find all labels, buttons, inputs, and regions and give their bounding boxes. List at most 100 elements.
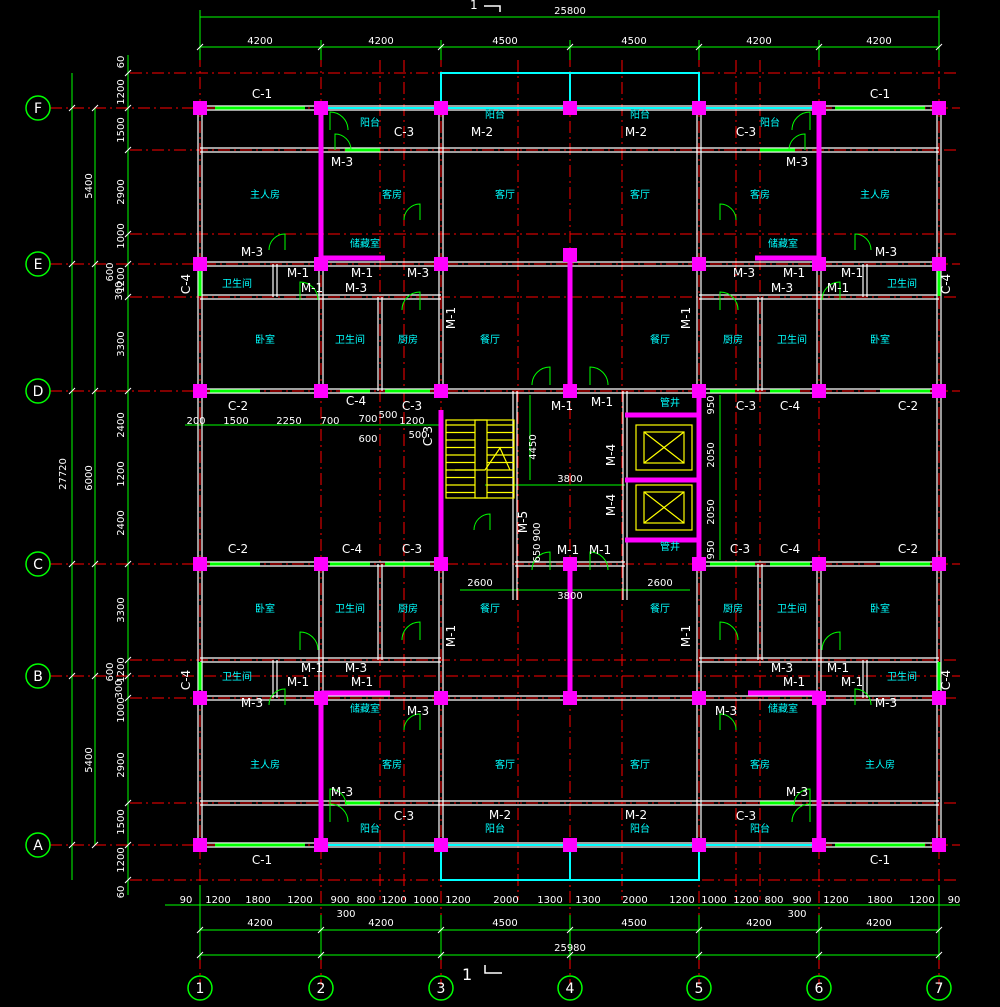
dimension-tick [695, 926, 703, 934]
column [314, 557, 328, 571]
core-dim: 650 [532, 543, 543, 562]
door-swing [268, 233, 286, 251]
dimension-tick [437, 951, 445, 959]
opening-tag: M-1 [827, 281, 849, 295]
column [812, 557, 826, 571]
room-label: 管井 [660, 396, 680, 409]
opening-tag: C-1 [870, 87, 890, 101]
left-inner-dim: 3300 [116, 597, 127, 622]
dimension-tick [68, 672, 76, 680]
opening-tag: C-4 [342, 542, 362, 556]
door-swing [821, 631, 841, 651]
axis-label-5: 5 [695, 981, 704, 997]
axis-label-4: 4 [566, 981, 575, 997]
opening-tag: M-3 [733, 266, 755, 280]
bottom-detail-dim: 800 [356, 895, 375, 906]
column [812, 257, 826, 271]
room-label: 阳台 [630, 822, 650, 835]
left-inner-dim: 60 [116, 56, 127, 69]
room-label: 主人房 [865, 758, 895, 771]
door-swing [854, 233, 872, 251]
column [193, 557, 207, 571]
opening-tag: C-3 [394, 809, 414, 823]
room-label: 卫生间 [777, 602, 807, 615]
column [434, 384, 448, 398]
door-swing [793, 788, 811, 806]
dimension-tick [124, 841, 132, 849]
dimension-tick [68, 260, 76, 268]
door-swing [334, 133, 352, 151]
axis-bubble-A [25, 832, 51, 858]
top-bay-dim: 4200 [866, 36, 891, 47]
room-label: 储藏室 [350, 237, 380, 250]
column [812, 838, 826, 852]
left-inner-dim: 1500 [116, 117, 127, 142]
column [692, 691, 706, 705]
room-label: 餐厅 [650, 602, 670, 615]
core-dim: 2600 [467, 578, 492, 589]
top-bay-dim: 4200 [368, 36, 393, 47]
door-swing [299, 281, 319, 301]
axis-bubble-C [25, 551, 51, 577]
room-label: 卧室 [870, 333, 890, 346]
door-swing [719, 203, 737, 221]
column [434, 557, 448, 571]
column [932, 384, 946, 398]
bottom-detail-dim: 800 [764, 895, 783, 906]
door-swing [854, 688, 872, 706]
bottom-detail-dim: 2000 [493, 895, 518, 906]
dimension-tick [317, 951, 325, 959]
column [193, 257, 207, 271]
dimension-tick [566, 926, 574, 934]
dimension-tick [91, 841, 99, 849]
dimension-tick [695, 951, 703, 959]
dimension-tick [317, 926, 325, 934]
dimension-tick [124, 656, 132, 664]
column [692, 838, 706, 852]
bottom-detail-dim: 1200 [205, 895, 230, 906]
column [563, 691, 577, 705]
axis-label-C: C [33, 557, 43, 573]
room-label: 厨房 [398, 333, 418, 346]
column [563, 101, 577, 115]
column [812, 384, 826, 398]
column [314, 838, 328, 852]
door-swing [531, 366, 551, 386]
opening-tag: C-4 [780, 542, 800, 556]
middle-dim: 600 [358, 434, 377, 445]
opening-tag: M-1 [841, 675, 863, 689]
room-label: 厨房 [398, 602, 418, 615]
axis-bubble-E [25, 251, 51, 277]
dimension-tick [196, 926, 204, 934]
middle-dim: 2250 [276, 416, 301, 427]
top-bay-dim: 4500 [621, 36, 646, 47]
room-label: 阳台 [360, 822, 380, 835]
door-swing [473, 513, 491, 531]
column [193, 838, 207, 852]
opening-tag: M-3 [345, 281, 367, 295]
opening-tag: C-2 [898, 399, 918, 413]
dimension-tick [566, 43, 574, 51]
dimension-tick [196, 951, 204, 959]
bottom-detail-dim: 1800 [245, 895, 270, 906]
opening-tag: C-3 [421, 426, 435, 446]
dimension-tick [68, 104, 76, 112]
left-small-dim: 300 [114, 679, 125, 698]
opening-tag: M-1 [679, 307, 693, 329]
opening-tag: C-1 [870, 853, 890, 867]
axis-bubble-B [25, 663, 51, 689]
room-label: 客房 [382, 758, 402, 771]
room-label: 厨房 [723, 602, 743, 615]
bottom-detail-dim: 1200 [381, 895, 406, 906]
room-label: 储藏室 [350, 702, 380, 715]
opening-tag: C-3 [730, 542, 750, 556]
bottom-detail-dim: 2000 [622, 895, 647, 906]
bottom-detail-dim: 1300 [537, 895, 562, 906]
column [932, 557, 946, 571]
axis-label-B: B [33, 669, 43, 685]
opening-tag: M-3 [715, 704, 737, 718]
opening-tag: C-4 [179, 274, 193, 294]
dimension-tick [91, 560, 99, 568]
dimension-tick [935, 926, 943, 934]
